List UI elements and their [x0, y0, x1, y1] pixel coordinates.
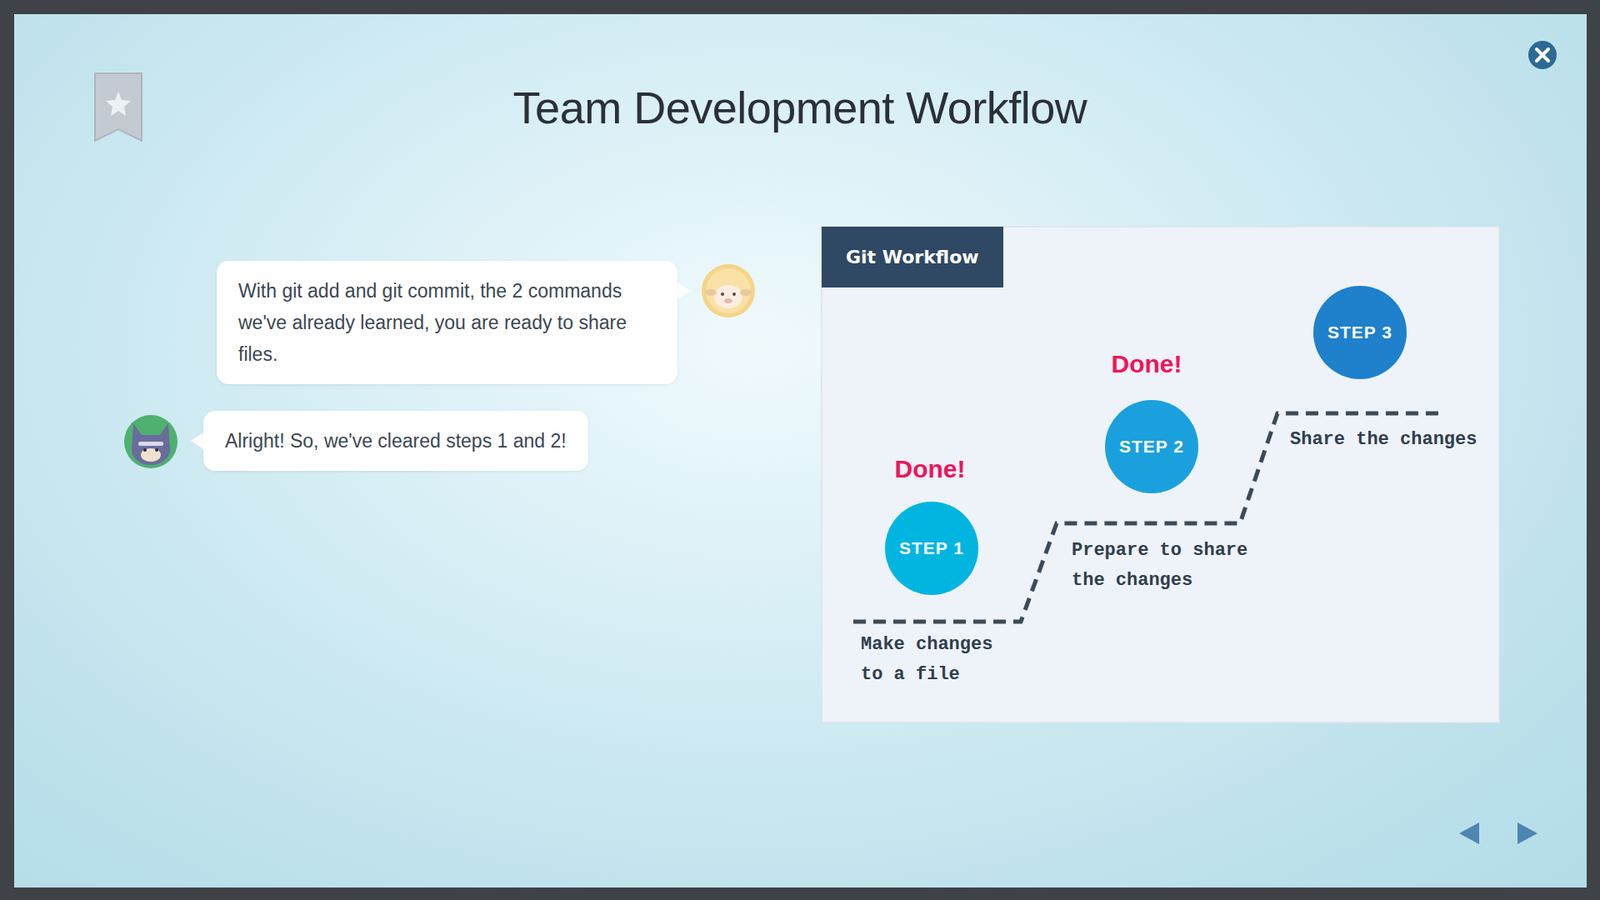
avatar-face — [140, 448, 161, 462]
step-circle: STEP 3 — [1313, 285, 1407, 380]
label-holder: Share the changes — [1290, 425, 1490, 455]
step-description: Prepare to share the changes — [1071, 535, 1280, 596]
avatar-head — [131, 435, 170, 465]
chat-bubble: Alright! So, we've cleared steps 1 and 2… — [203, 410, 589, 471]
label-holder: Done! — [1111, 349, 1183, 380]
avatar-ear — [705, 289, 717, 296]
title-holder: Team Development Workflow — [0, 80, 1600, 135]
next-arrow — [1517, 822, 1538, 845]
avatar-eye — [732, 292, 736, 296]
label-holder: Make changes to a file — [860, 630, 1011, 690]
avatar-ground — [124, 415, 178, 469]
done-badge: Done! — [895, 454, 966, 485]
step-label: STEP 3 — [1327, 322, 1393, 343]
avatar-eye — [720, 292, 725, 296]
close-button — [1528, 40, 1557, 70]
avatar-nose — [724, 298, 733, 304]
bookmark-star — [105, 91, 131, 116]
prev-arrow — [1459, 822, 1480, 845]
avatar-eye — [155, 448, 159, 452]
done-badge: Done! — [1111, 349, 1183, 380]
cat-avatar — [124, 415, 178, 469]
label-holder: Prepare to share the changes — [1071, 535, 1280, 596]
avatar-wool — [705, 268, 751, 314]
step-description: Share the changes — [1290, 425, 1490, 455]
chat-bubble: With git add and git commit, the 2 comma… — [216, 260, 678, 385]
step-label: STEP 1 — [899, 538, 965, 559]
page-title: Team Development Workflow — [513, 80, 1088, 135]
avatar-band — [138, 441, 164, 446]
workflow-panel: Git WorkflowSTEP 1 STEP 2 STEP 3 Done! Done!… — [821, 226, 1500, 723]
bubble-text: Alright! So, we've cleared steps 1 and 2… — [225, 425, 567, 457]
step-circle: STEP 2 — [1105, 400, 1199, 494]
circle-shape — [885, 501, 979, 595]
label-holder: Done! — [895, 454, 966, 485]
avatar-ear — [740, 289, 752, 296]
step-circle: STEP 1 — [885, 501, 979, 595]
circle-shape — [1105, 400, 1199, 494]
step-label: STEP 2 — [1119, 436, 1185, 457]
panel-ground — [821, 226, 1500, 723]
close-cross — [1536, 49, 1549, 61]
avatar-face — [714, 285, 743, 309]
panel-heading: Git Workflow — [821, 226, 1004, 288]
avatar-ground — [701, 264, 755, 318]
sheep-avatar — [701, 264, 755, 318]
circle-shape — [1313, 285, 1407, 380]
avatar-eye — [143, 448, 147, 452]
step-description: Make changes to a file — [860, 630, 1011, 690]
bubble-text: With git add and git commit, the 2 comma… — [238, 275, 656, 370]
bookmark-icon — [95, 73, 142, 141]
